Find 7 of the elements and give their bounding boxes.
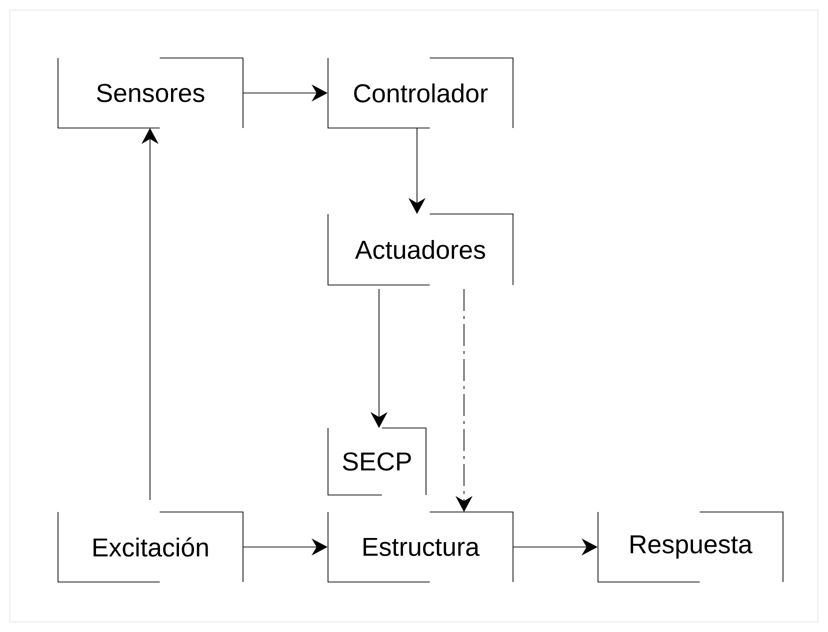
process-box: Actuadores	[328, 214, 514, 286]
process-box: Sensores	[58, 58, 244, 128]
process-box: Respuesta	[598, 512, 784, 582]
process-box: Controlador	[328, 58, 514, 128]
process-box: Excitación	[58, 512, 244, 582]
process-box: SECP	[328, 428, 426, 496]
process-box: Estructura	[328, 512, 514, 582]
